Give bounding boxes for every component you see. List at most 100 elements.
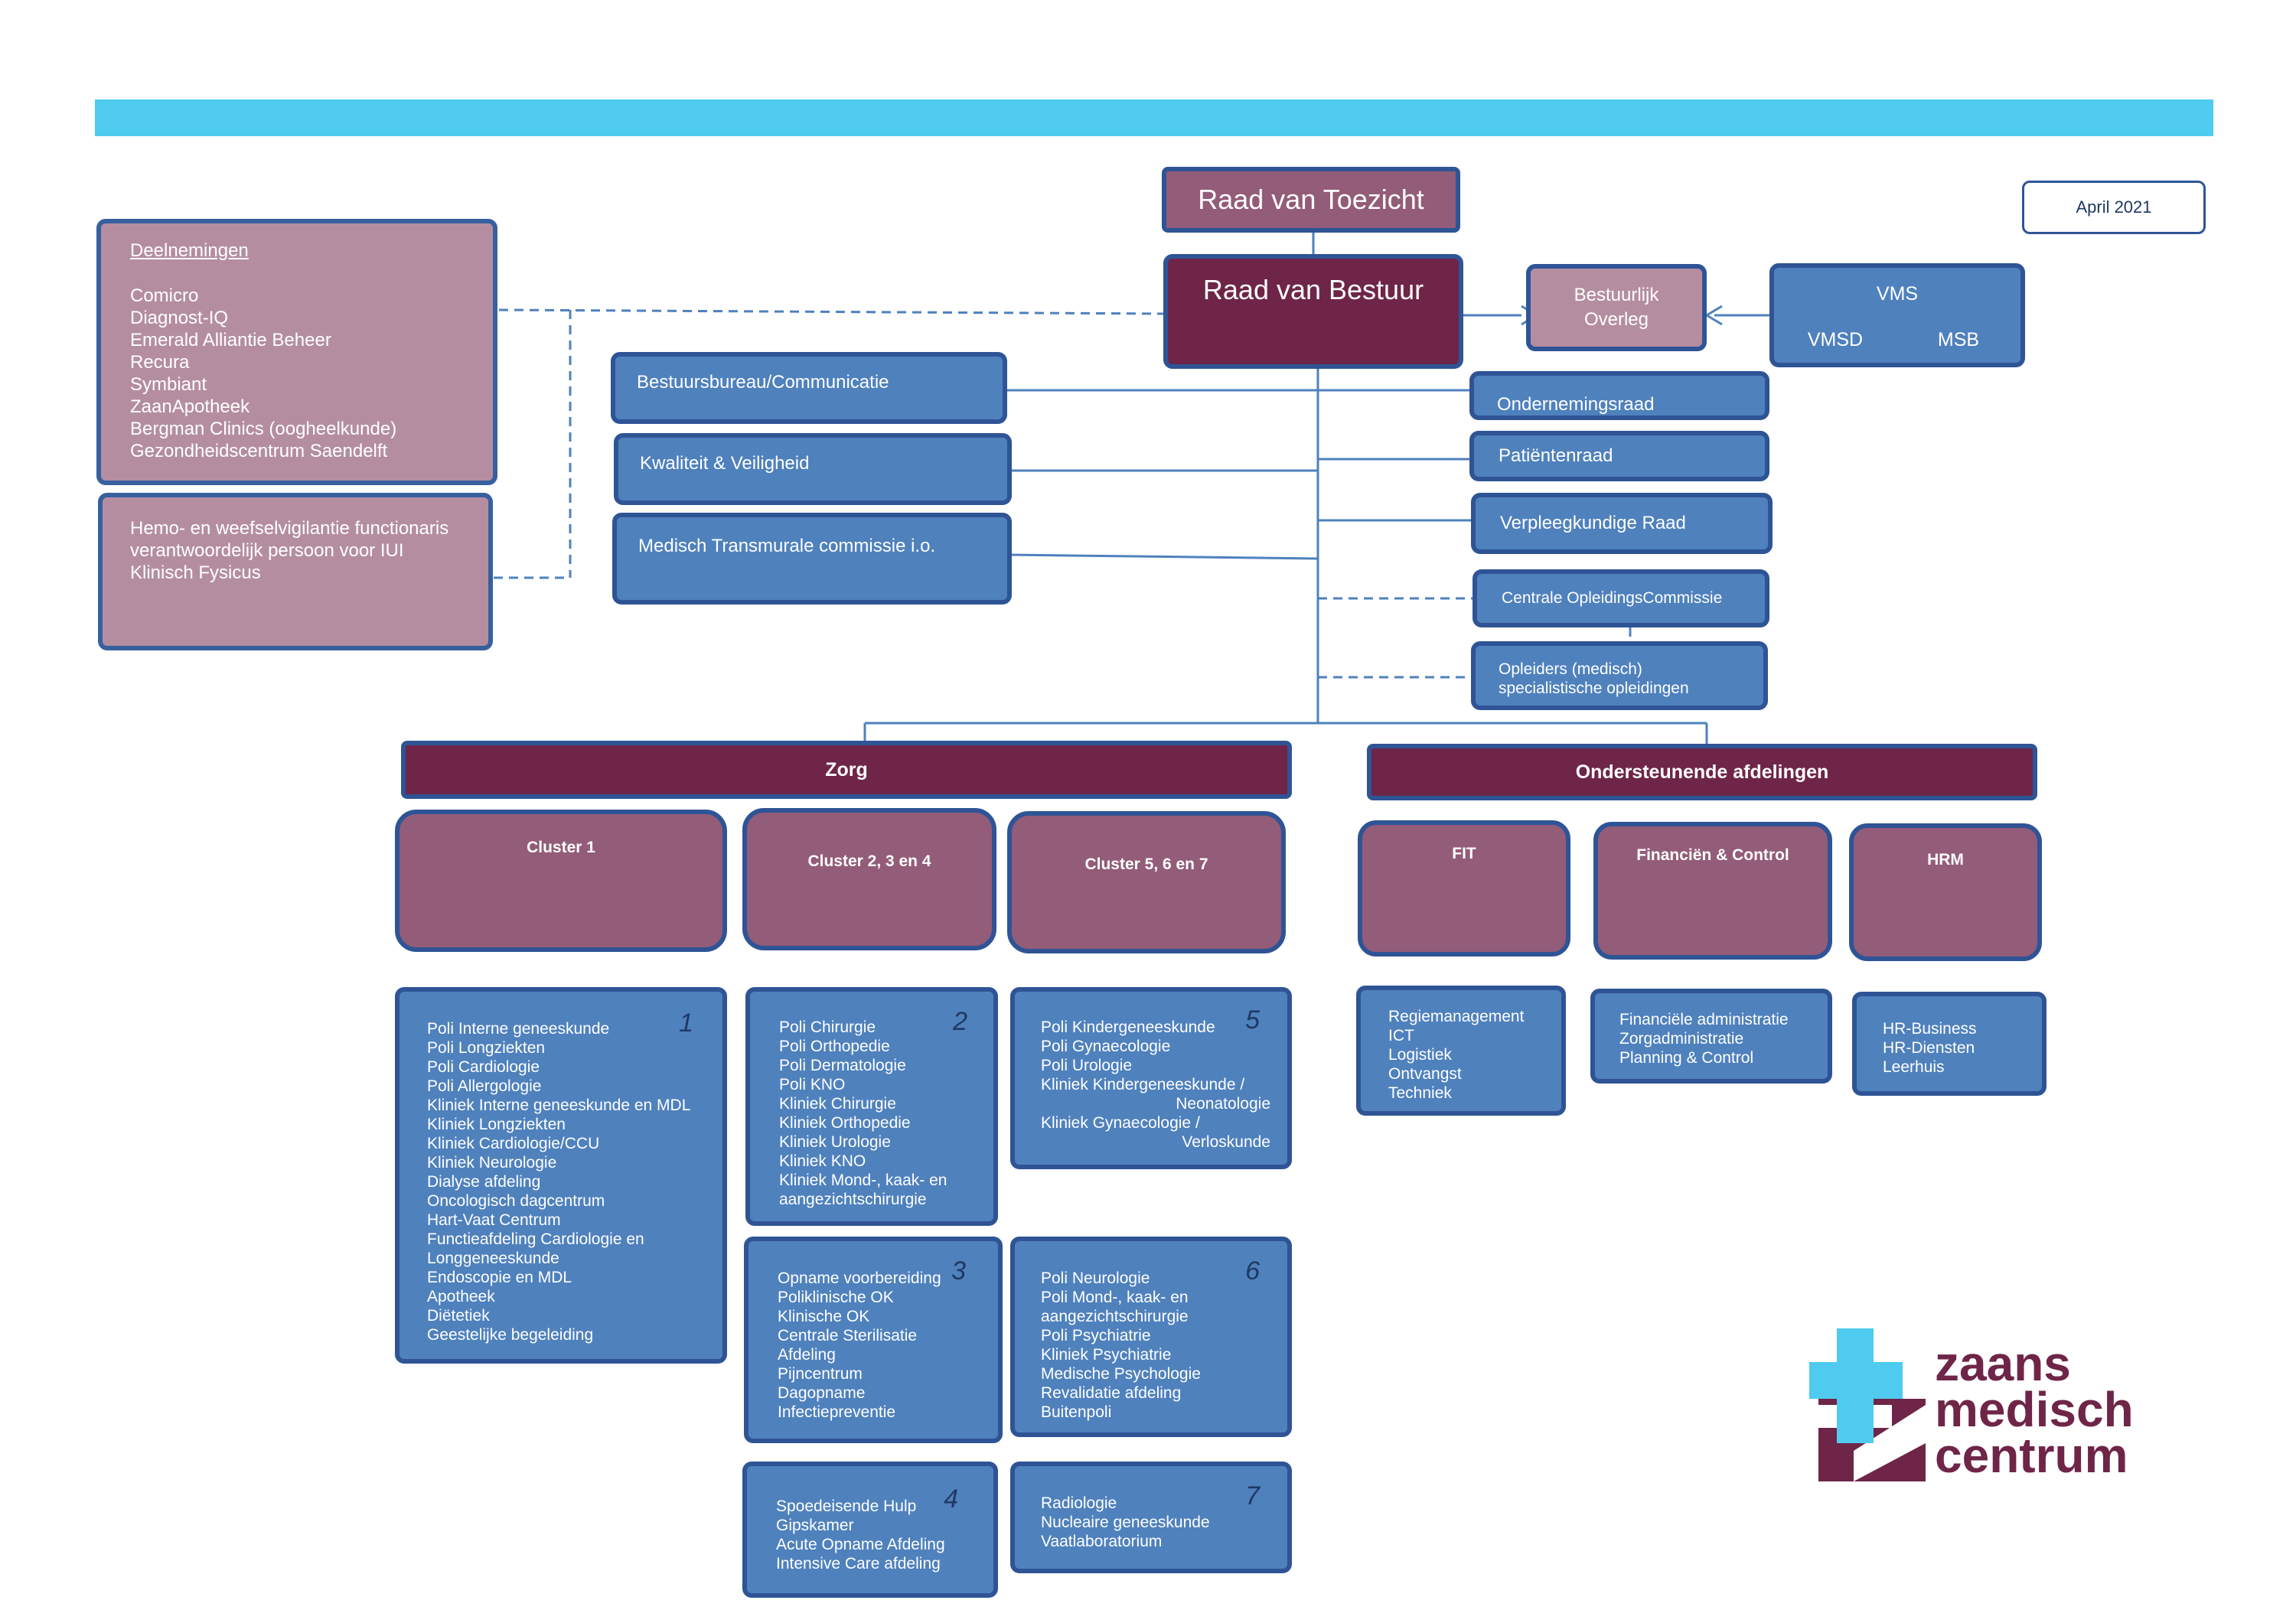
- council-box-works: Ondernemingsraad: [1469, 371, 1769, 420]
- division-care: Zorg: [401, 741, 1292, 799]
- department-item: Vaatlaboratorium: [1041, 1533, 1163, 1550]
- vms-box: VMS VMSD MSB: [1769, 263, 2025, 367]
- header-bar: [95, 99, 2213, 136]
- support-hrm-box: HRM: [1849, 823, 2042, 961]
- department-item: Intensive Care afdeling: [776, 1555, 941, 1572]
- supervisory-board-box: Raad van Toezicht: [1162, 167, 1460, 233]
- department-item: Poli Urologie: [1041, 1057, 1133, 1074]
- department-item: Radiologie: [1041, 1494, 1117, 1512]
- group-3-number: 3: [951, 1256, 966, 1286]
- department-item: Poli Kindergeneeskunde: [1041, 1018, 1215, 1036]
- support-item: Leerhuis: [1883, 1058, 1945, 1076]
- support-item: Logistiek: [1388, 1046, 1452, 1064]
- group-1-number: 1: [679, 1009, 693, 1038]
- department-item: Centrale Sterilisatie: [778, 1327, 918, 1344]
- department-item: Longgeneeskunde: [427, 1250, 559, 1267]
- support-item: Zorgadministratie: [1619, 1030, 1744, 1048]
- department-item: Kliniek Cardiologie/CCU: [427, 1135, 600, 1152]
- department-item: Kliniek Kindergeneeskunde /: [1041, 1076, 1245, 1093]
- division-support: Ondersteunende afdelingen: [1367, 744, 2037, 800]
- department-item: Kliniek Neurologie: [427, 1154, 557, 1172]
- participations-heading: Deelnemingen: [130, 240, 249, 261]
- logo-mark-icon: [1809, 1328, 1926, 1481]
- cluster-567-box: Cluster 5, 6 en 7: [1007, 811, 1286, 953]
- department-item: Poli Chirurgie: [779, 1018, 876, 1036]
- msb-label: MSB: [1937, 329, 1980, 350]
- department-item: Klinische OK: [778, 1308, 870, 1325]
- cluster-1-box: Cluster 1: [395, 810, 727, 952]
- department-item: Pijncentrum: [778, 1365, 863, 1383]
- staff-box-transmural: Medisch Transmurale commissie i.o.: [612, 513, 1012, 605]
- department-item: Medische Psychologie: [1041, 1365, 1201, 1383]
- support-item: Financiële administratie: [1619, 1011, 1789, 1028]
- officer-item: Hemo- en weefselvigilantie functionaris: [130, 518, 449, 539]
- department-item: Buitenpoli: [1041, 1403, 1112, 1421]
- participation-item: Gezondheidscentrum Saendelft: [130, 441, 388, 461]
- participation-item: Diagnost-IQ: [130, 308, 229, 328]
- date-label: April 2021: [2022, 181, 2206, 234]
- group-4-number: 4: [944, 1484, 958, 1514]
- department-item: aangezichtschirurgie: [1041, 1308, 1189, 1325]
- support-item: Regiemanagement: [1388, 1008, 1525, 1025]
- department-item: Revalidatie afdeling: [1041, 1384, 1182, 1402]
- participation-item: Bergman Clinics (oogheelkunde): [130, 419, 397, 439]
- department-item: Poli Dermatologie: [779, 1057, 906, 1074]
- trainers-line: specialistische opleidingen: [1499, 680, 1689, 697]
- department-item: Nucleaire geneeskunde: [1041, 1514, 1210, 1531]
- logo-line: centrum: [1935, 1428, 2128, 1483]
- executive-board-box: Raad van Bestuur: [1163, 254, 1463, 369]
- department-item: Spoedeisende Hulp: [776, 1498, 917, 1515]
- support-item: Ontvangst: [1388, 1065, 1462, 1083]
- admin-consult-line: Bestuurlijk: [1574, 285, 1659, 305]
- participation-item: Recura: [130, 352, 190, 373]
- department-item: Hart-Vaat Centrum: [427, 1211, 561, 1229]
- officer-item: Klinisch Fysicus: [130, 562, 261, 583]
- logo-line: medisch: [1935, 1382, 2134, 1437]
- support-item: ICT: [1388, 1027, 1414, 1045]
- department-item: aangezichtschirurgie: [779, 1191, 927, 1208]
- department-item: Kliniek Longziekten: [427, 1116, 566, 1133]
- group-7-number: 7: [1245, 1481, 1260, 1511]
- department-item: Poli Cardiologie: [427, 1058, 540, 1076]
- staff-box-communication: Bestuursbureau/Communicatie: [611, 352, 1007, 424]
- department-item: Kliniek Gynaecologie /: [1041, 1114, 1200, 1132]
- group-6-number: 6: [1245, 1256, 1260, 1286]
- group-5-number: 5: [1245, 1005, 1260, 1035]
- logo-line: zaans: [1935, 1336, 2071, 1391]
- department-item: Opname voorbereiding: [778, 1269, 941, 1287]
- support-item: Techniek: [1388, 1084, 1452, 1102]
- participation-item: ZaanApotheek: [130, 396, 250, 417]
- staff-box-quality: Kwaliteit & Veiligheid: [614, 433, 1012, 505]
- department-item: Kliniek KNO: [779, 1152, 866, 1170]
- department-item: Kliniek Mond-, kaak- en: [779, 1172, 947, 1189]
- support-item: Planning & Control: [1619, 1049, 1754, 1067]
- department-item: Diëtetiek: [427, 1307, 490, 1325]
- department-item: Verloskunde: [1182, 1133, 1270, 1151]
- department-item: Neonatologie: [1176, 1095, 1270, 1113]
- department-item: Poli KNO: [779, 1076, 846, 1093]
- department-item: Oncologisch dagcentrum: [427, 1192, 605, 1210]
- department-item: Poli Psychiatrie: [1041, 1327, 1151, 1344]
- support-finance-box: Financiën & Control: [1593, 822, 1832, 960]
- department-item: Kliniek Orthopedie: [779, 1114, 911, 1132]
- admin-consult-line: Overleg: [1583, 309, 1649, 330]
- cluster-234-box: Cluster 2, 3 en 4: [742, 808, 996, 950]
- department-item: Dialyse afdeling: [427, 1173, 541, 1191]
- department-item: Poli Allergologie: [427, 1077, 542, 1095]
- group-2-number: 2: [953, 1007, 967, 1036]
- participation-item: Comicro: [130, 285, 199, 306]
- department-item: Kliniek Interne geneeskunde en MDL: [427, 1097, 691, 1114]
- department-item: Apotheek: [427, 1288, 495, 1305]
- department-item: Kliniek Chirurgie: [779, 1095, 896, 1113]
- department-item: Kliniek Psychiatrie: [1041, 1346, 1172, 1364]
- department-item: Acute Opname Afdeling: [776, 1536, 945, 1553]
- department-item: Geestelijke begeleiding: [427, 1326, 594, 1344]
- trainers-box: Opleiders (medisch) specialistische ople…: [1471, 641, 1768, 710]
